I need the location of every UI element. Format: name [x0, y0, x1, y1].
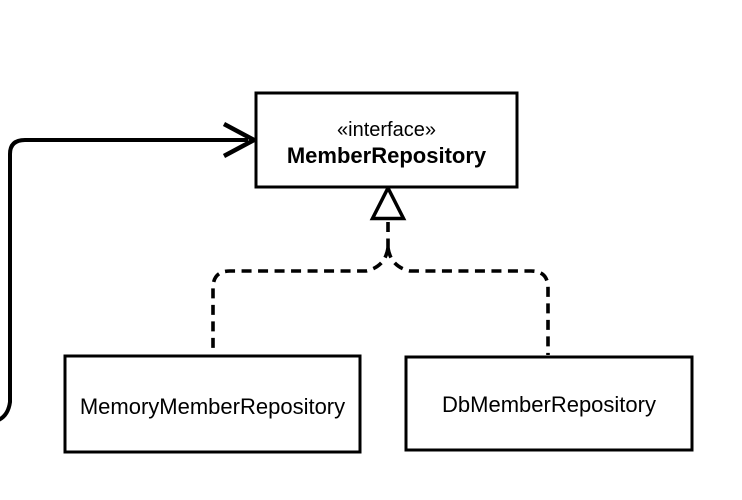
- interface-name-label: MemberRepository: [287, 143, 487, 168]
- realization-branch-left: [211, 247, 390, 354]
- open-arrowhead-icon: [222, 122, 259, 158]
- interface-stereotype-label: «interface»: [337, 119, 436, 141]
- db-member-repository-label: DbMemberRepository: [442, 392, 656, 417]
- db-member-repository-box: [404, 355, 694, 452]
- hollow-triangle-icon: [369, 184, 407, 221]
- memory-member-repository-box: [63, 354, 362, 454]
- realization-branch-right: [386, 247, 550, 355]
- incoming-dependency-line: [0, 138, 248, 422]
- memory-member-repository-label: MemoryMemberRepository: [80, 394, 345, 419]
- interface-box: [254, 91, 519, 189]
